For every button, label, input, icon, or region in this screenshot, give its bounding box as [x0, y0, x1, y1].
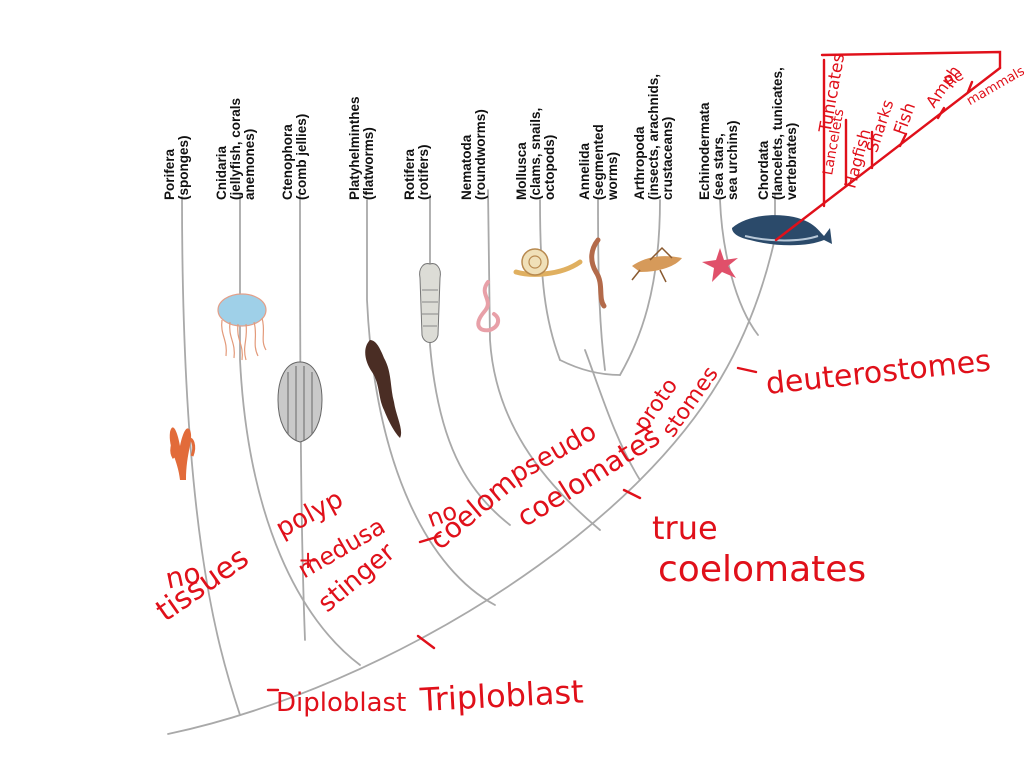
taxon-common-name: (flatworms) — [361, 127, 376, 200]
branch-protostome-stem — [584, 349, 641, 481]
taxon-name: Rotifera — [402, 148, 417, 200]
annotation-true: true — [652, 509, 718, 547]
whale-icon — [732, 215, 832, 246]
cladogram-top-line — [820, 50, 1002, 70]
branch-ctenophora — [299, 189, 306, 641]
cladogram-main-line — [774, 66, 1002, 242]
taxon-name: Echinodermata — [697, 102, 712, 200]
taxon-label-nematoda: Nematoda(roundworms) — [459, 0, 500, 200]
tick-prot — [634, 424, 652, 436]
taxon-common-name-line2: sea urchins) — [725, 120, 740, 200]
taxon-name: Cnidaria — [214, 145, 229, 200]
cladogram-branch-5 — [936, 106, 946, 120]
taxon-name: Mollusca — [514, 142, 529, 200]
sponge-icon — [169, 427, 196, 480]
taxon-name: Arthropoda — [632, 126, 647, 201]
taxon-name: Chordata — [756, 140, 771, 200]
snail-icon — [513, 248, 583, 277]
taxon-common-name: (segmented — [591, 124, 606, 200]
tree-trunk — [167, 237, 776, 735]
taxon-name: Platyhelminthes — [347, 96, 362, 200]
taxon-label-echinodermata: Echinodermata(sea stars,sea urchins) — [697, 0, 740, 200]
tick-deut — [736, 366, 758, 374]
branch-annelida — [597, 199, 606, 371]
segmented-worm-icon — [589, 237, 607, 309]
roundworm-icon — [476, 280, 501, 333]
rotifer-icon — [419, 263, 441, 343]
taxon-common-name: (jellyfish, corals — [228, 97, 243, 200]
taxon-common-name: (comb jellies) — [294, 113, 309, 200]
branch-arthropoda — [619, 199, 661, 376]
taxon-label-ctenophora: Ctenophora(comb jellies) — [280, 0, 321, 200]
taxon-common-name: (sponges) — [176, 135, 191, 200]
annotation-triploblast: Triploblast — [419, 672, 585, 719]
taxon-common-name-line2: vertebrates) — [784, 122, 799, 200]
taxon-common-name-line2: anemones) — [242, 128, 257, 200]
taxon-common-name: (rotifers) — [416, 144, 431, 200]
annotation-diploblast: Diploblast — [276, 688, 407, 718]
comb-jelly-icon — [277, 361, 323, 443]
taxon-common-name: (sea stars, — [711, 133, 726, 200]
taxon-label-porifera: Porifera(sponges) — [162, 0, 203, 200]
branch-mollusca — [539, 199, 561, 361]
taxon-common-name-line2: worms) — [605, 151, 620, 200]
jellyfish-icon — [217, 293, 267, 361]
sea-star-icon — [702, 248, 738, 282]
branch-rotifera — [429, 194, 511, 526]
annotation-plus: + — [298, 546, 319, 574]
taxon-common-name: (roundworms) — [473, 109, 488, 200]
annotation-true-coelomates: coelomates — [658, 549, 867, 590]
taxon-common-name-line2: octopods) — [542, 134, 557, 200]
branch-nematoda — [487, 189, 601, 531]
cladogram-branch-6 — [966, 80, 974, 94]
tick-triplo — [416, 634, 436, 650]
branch-porifera — [181, 196, 241, 716]
taxon-label-mollusca: Mollusca(clams, snails,octopods) — [514, 0, 557, 200]
taxon-name: Ctenophora — [280, 124, 295, 200]
branch-cnidaria — [239, 194, 361, 666]
taxon-label-platyhelminthes: Platyhelminthes(flatworms) — [347, 0, 388, 200]
grasshopper-icon — [631, 246, 682, 283]
tick-no-coelom — [418, 534, 442, 544]
taxon-name: Annelida — [577, 142, 592, 200]
taxon-common-name: (lancelets, tunicates, — [770, 67, 785, 200]
taxon-common-name: (clams, snails, — [528, 107, 543, 200]
tick-prot — [559, 359, 621, 376]
taxon-common-name: (insects, arachnids, — [646, 73, 661, 200]
taxon-label-rotifera: Rotifera(rotifers) — [402, 0, 443, 200]
flatworm-icon — [365, 340, 402, 438]
taxon-label-chordata: Chordata(lancelets, tunicates,vertebrate… — [756, 0, 799, 200]
taxon-name: Nematoda — [459, 134, 474, 200]
taxon-name: Porifera — [162, 148, 177, 200]
taxon-label-arthropoda: Arthropoda(insects, arachnids,crustacean… — [632, 0, 675, 201]
cladogram-branch-4 — [898, 132, 908, 148]
taxon-common-name-line2: crustaceans) — [660, 116, 675, 200]
tick-true — [622, 488, 642, 500]
